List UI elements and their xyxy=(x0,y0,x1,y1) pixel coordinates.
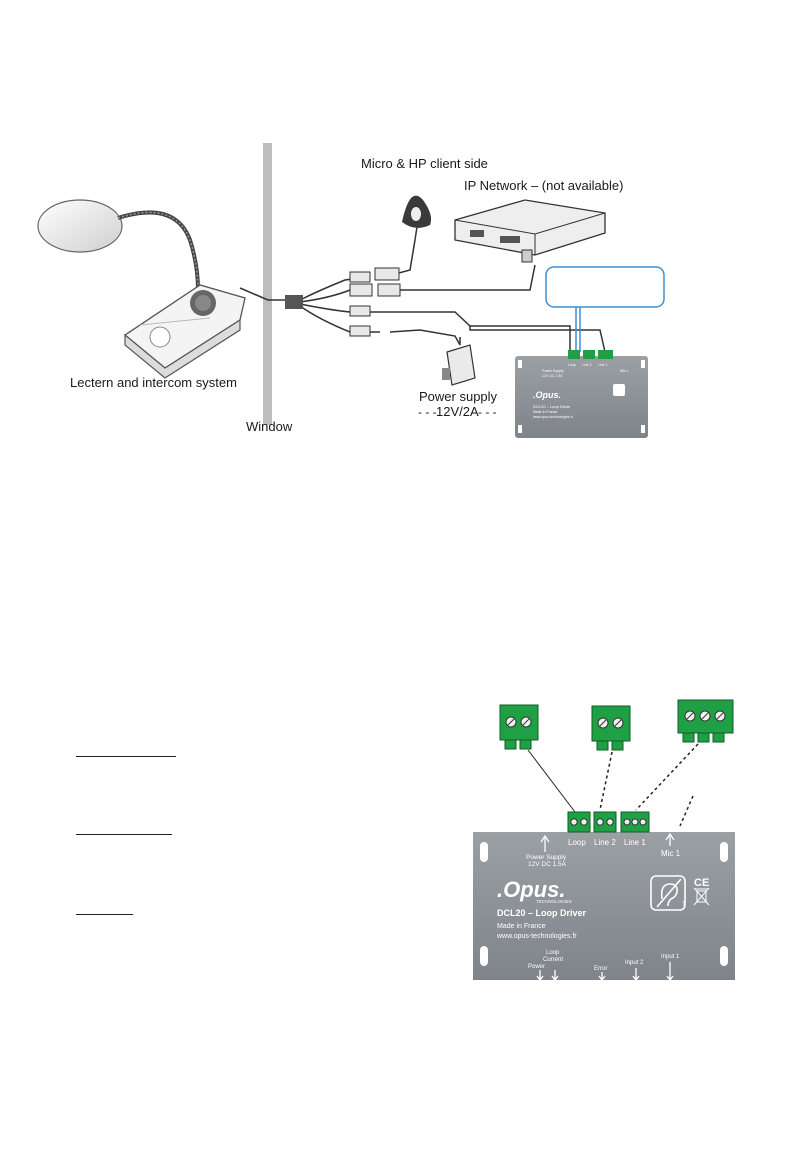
large-brand-sub: TECHNOLOGIES xyxy=(536,899,572,904)
client-microphone-speaker xyxy=(402,195,432,228)
terminal-block-loop-large xyxy=(499,704,539,750)
large-brand: .Opus. xyxy=(497,877,565,902)
power-spec-text: 12V DC 1.5A xyxy=(528,861,567,868)
ip-network-label: IP Network – (not available) xyxy=(464,178,623,193)
label-power: Power xyxy=(528,964,545,970)
hearing-loop-icon xyxy=(650,875,686,911)
window-label: Window xyxy=(246,419,293,434)
link-line2 xyxy=(599,751,613,811)
link-line1 xyxy=(635,743,699,811)
svg-text:Mic 1: Mic 1 xyxy=(620,369,628,373)
power-supply-label: Power supply xyxy=(419,389,498,404)
large-website: www.opus-technologies.fr xyxy=(496,933,577,940)
link-loop xyxy=(527,749,576,813)
port-label-mic1: Mic 1 xyxy=(661,849,681,858)
weee-bin-icon xyxy=(693,887,710,906)
power-rating-label: 12V/2A xyxy=(436,404,479,419)
svg-text:Loop: Loop xyxy=(568,363,576,367)
power-supply-adapter xyxy=(442,337,476,386)
svg-text:Made in France: Made in France xyxy=(533,410,557,414)
underline-heading-2 xyxy=(76,834,172,835)
svg-text:Line 2: Line 2 xyxy=(582,363,592,367)
link-mic xyxy=(679,795,694,827)
underline-heading-3 xyxy=(76,914,133,915)
port-label-line1: Line 1 xyxy=(624,838,646,847)
port-label-loop: Loop xyxy=(568,838,586,847)
cable-junction xyxy=(285,295,303,309)
ip-network-device xyxy=(454,199,606,263)
terminal-block-line1-large xyxy=(677,699,734,743)
power-rating-dashes-left: - - - xyxy=(418,405,437,419)
connector-5 xyxy=(349,305,371,317)
gooseneck-microphone xyxy=(37,199,200,291)
svg-text:T: T xyxy=(682,902,686,908)
connector-6 xyxy=(349,325,371,337)
label-input2: Input 2 xyxy=(625,960,644,966)
svg-text:DCL20 – Loop Driver: DCL20 – Loop Driver xyxy=(533,404,571,409)
micro-hp-label: Micro & HP client side xyxy=(361,156,488,171)
connector-2 xyxy=(374,267,400,281)
svg-text:Power Supply: Power Supply xyxy=(542,369,564,373)
loop-driver-device-small: .Opus. DCL20 – Loop Driver Made in Franc… xyxy=(515,350,648,438)
port-label-line2: Line 2 xyxy=(594,838,616,847)
label-input1: Input 1 xyxy=(661,954,680,960)
ce-mark: CE xyxy=(694,877,709,889)
lectern-intercom-base xyxy=(123,284,246,379)
large-made-in: Made in France xyxy=(497,923,546,930)
large-model: DCL20 – Loop Driver xyxy=(497,908,587,918)
window-pane xyxy=(263,143,272,425)
svg-text:.Opus.: .Opus. xyxy=(533,390,561,400)
connector-4 xyxy=(377,283,401,297)
loop-driver-device-large: T xyxy=(473,811,735,982)
callout-box xyxy=(545,266,665,308)
label-loop: Loop xyxy=(546,950,560,956)
underline-heading-1 xyxy=(76,756,176,757)
power-rating-dashes-right: - - - xyxy=(478,405,497,419)
power-supply-text: Power Supply xyxy=(526,854,567,861)
label-error: Error xyxy=(594,966,607,972)
svg-text:www.opus-technologies.fr: www.opus-technologies.fr xyxy=(533,415,574,419)
cable-bundle xyxy=(239,219,606,353)
svg-text:Line 1: Line 1 xyxy=(598,363,608,367)
connector-3 xyxy=(349,283,373,297)
label-current: Current xyxy=(543,957,563,963)
svg-text:12V DC 1.5A: 12V DC 1.5A xyxy=(542,374,563,378)
terminal-block-line2-large xyxy=(591,705,631,751)
lectern-label: Lectern and intercom system xyxy=(70,375,237,390)
connector-1 xyxy=(349,271,371,283)
